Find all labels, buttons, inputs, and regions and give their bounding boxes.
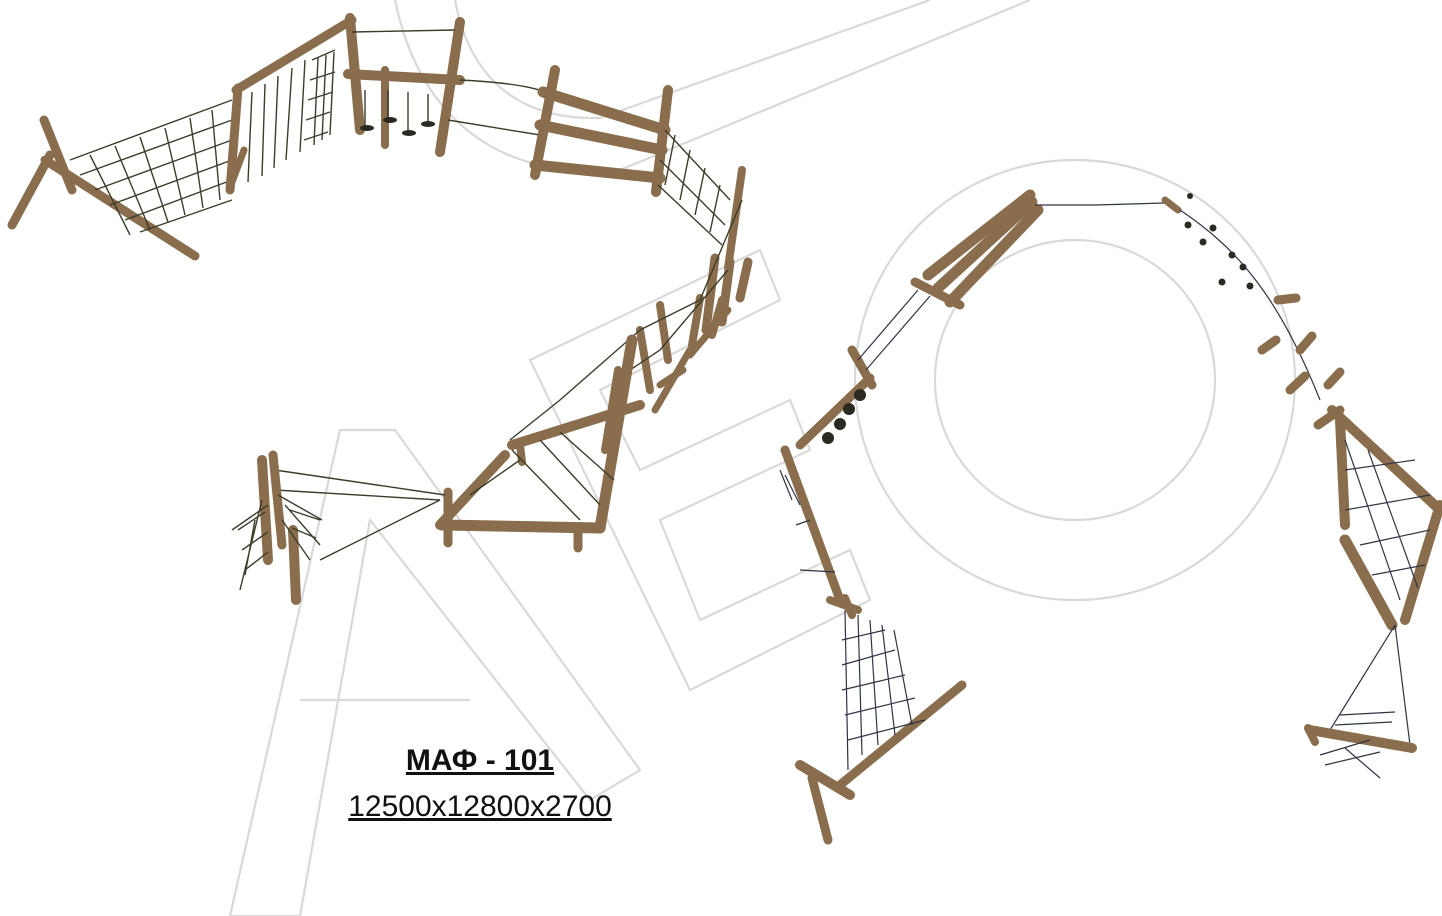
top-view [779,189,1442,845]
product-dimensions: 12500x12800x2700 [348,790,612,823]
rope-net-right [657,129,731,246]
rope-ladder [247,49,336,183]
end-net-top-right [1319,711,1396,779]
watermark-logo [228,0,1297,916]
end-net-left [231,494,323,591]
cargo-net-left [69,99,233,236]
perspective-view [7,13,753,605]
product-code: МАФ - 101 [405,744,555,777]
cargo-net-top-left [841,609,926,771]
rope-ladder-top-right [1344,439,1431,601]
